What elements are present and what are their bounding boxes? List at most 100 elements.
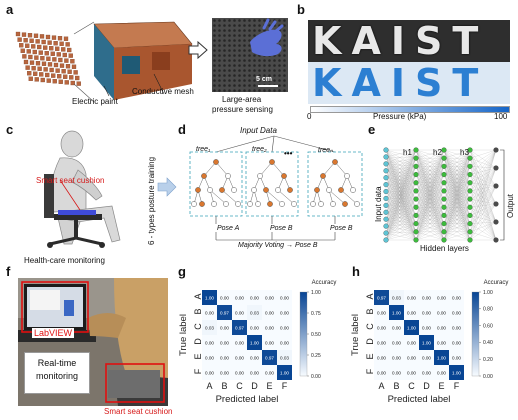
x-tick-label: A: [206, 381, 212, 391]
sensor-bead: [31, 66, 36, 71]
smart-seat-label: Smart seat cushion: [36, 176, 105, 185]
sensor-bead: [23, 59, 29, 65]
matrix-cell: [202, 290, 217, 305]
matrix-cell: [374, 335, 389, 350]
matrix-cell: [419, 335, 434, 350]
tree-node: [318, 201, 324, 207]
matrix-cell: [449, 365, 464, 380]
sensor-bead: [59, 41, 64, 46]
cell-value: 0.00: [235, 356, 244, 361]
cell-value: 0.00: [377, 356, 386, 361]
sensor-bead: [35, 61, 41, 66]
sensor-bead: [65, 42, 70, 47]
accuracy-colorbar: [471, 291, 480, 377]
cell-value: 0.97: [377, 296, 386, 301]
sensor-bead: [27, 71, 32, 76]
sensor-bead: [55, 46, 60, 51]
kaist-photo-text: KAIST: [312, 20, 489, 62]
cell-value: 0.00: [437, 371, 446, 376]
nn-node: [383, 216, 389, 222]
matrix-cell: [232, 305, 247, 320]
kaist-photo: KAIST: [308, 20, 510, 62]
matrix-cell: [404, 365, 419, 380]
matrix-cell: [262, 335, 277, 350]
tree-node: [257, 173, 263, 179]
matrix-cell: [277, 365, 292, 380]
cell-value: 0.00: [250, 296, 259, 301]
cell-value: 0.03: [250, 311, 259, 316]
sensor-bead: [33, 33, 39, 38]
tree-node: [195, 187, 201, 193]
cell-value: 0.00: [437, 326, 446, 331]
cell-value: 0.00: [407, 311, 416, 316]
y-tick-label: E: [193, 353, 203, 359]
colorbar-tick: 0.80: [483, 307, 493, 313]
cell-value: 0.00: [205, 356, 214, 361]
sensor-bead: [28, 76, 33, 81]
colorbar-tick: 0.50: [311, 332, 321, 338]
random-forest-diagram: [189, 135, 363, 241]
cell-value: 0.00: [392, 356, 401, 361]
matrix-cell: [277, 305, 292, 320]
y-tick-label: F: [193, 368, 203, 374]
matrix-cell: [404, 290, 419, 305]
sensor-bead: [53, 41, 58, 46]
cell-value: 1.00: [452, 371, 461, 376]
matrix-cell: [217, 290, 232, 305]
sensor-bead: [33, 71, 38, 76]
sensor-bead: [40, 56, 45, 61]
matrix-cell: [232, 320, 247, 335]
nn-node: [441, 155, 447, 161]
tree-node: [281, 173, 287, 179]
cell-value: 0.00: [422, 356, 431, 361]
healthcare-caption: Health-care monitoring: [24, 256, 105, 265]
matrix-cell: [202, 350, 217, 365]
nn-node: [441, 171, 447, 178]
colorbar-tick: 0.25: [311, 353, 321, 359]
tree-node: [332, 159, 338, 165]
matrix-cell: [217, 365, 232, 380]
nn-node: [413, 171, 419, 178]
cell-value: 0.00: [452, 341, 461, 346]
matrix-cell: [217, 335, 232, 350]
sensor-bead: [32, 49, 37, 55]
tree-node: [279, 201, 285, 207]
nn-node: [413, 229, 419, 235]
sensor-bead: [15, 31, 21, 37]
cell-value: 0.00: [437, 311, 446, 316]
panel-letter-h: h: [352, 264, 360, 279]
scale-bar-label: 5 cm: [256, 76, 272, 83]
cell-value: 0.00: [392, 326, 401, 331]
kaist-pressure-text: KAIST: [312, 62, 489, 104]
matrix-cell: [374, 350, 389, 365]
matrix-cell: [434, 290, 449, 305]
tree-node: [267, 201, 273, 207]
cell-value: 0.00: [220, 296, 229, 301]
matrix-cell: [434, 365, 449, 380]
colorbar-tick: 1.00: [311, 290, 321, 296]
cell-value: 0.00: [265, 341, 274, 346]
ellipsis-dots: •••: [284, 149, 293, 158]
matrix-cell: [404, 305, 419, 320]
tree-node: [223, 201, 229, 207]
cell-value: 0.00: [250, 356, 259, 361]
sensor-array-illustration: [15, 21, 193, 103]
cell-value: 0.00: [452, 311, 461, 316]
panel-letter-c: c: [6, 122, 14, 137]
nn-node: [413, 221, 419, 227]
cell-value: 0.00: [235, 371, 244, 376]
matrix-cell: [419, 350, 434, 365]
cell-value: 0.00: [205, 341, 214, 346]
nn-node: [413, 180, 419, 186]
x-tick-label: B: [393, 381, 399, 391]
sensor-bead: [47, 40, 52, 45]
tree-node: [287, 187, 293, 193]
pressure-mat-photo: 5 cm: [212, 18, 288, 92]
x-tick-label: D: [423, 381, 430, 391]
cell-value: 0.00: [280, 341, 289, 346]
nn-node: [467, 212, 473, 219]
nn-node: [383, 230, 389, 236]
nn-node: [383, 182, 389, 188]
nn-node: [467, 155, 473, 161]
sensor-bead: [40, 77, 45, 83]
